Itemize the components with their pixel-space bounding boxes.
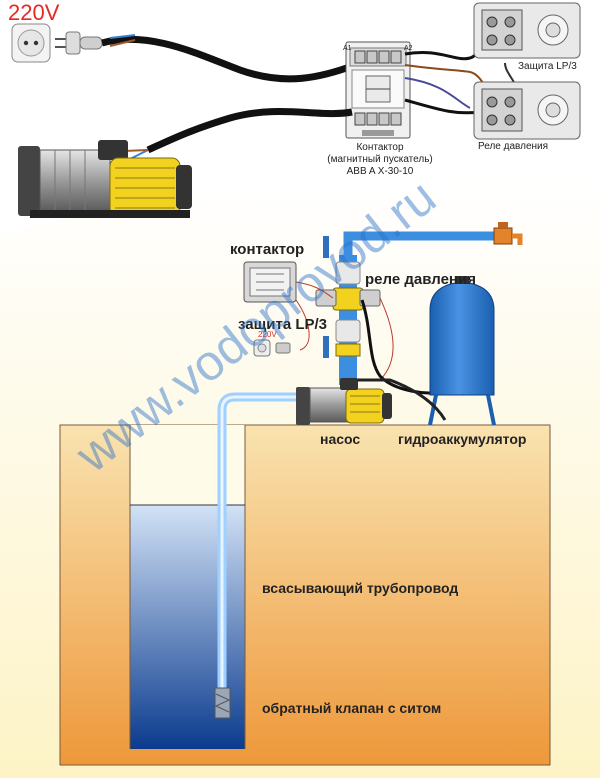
label-accumulator: гидроаккумулятор [398, 431, 527, 447]
socket-icon [11, 23, 51, 63]
tap-icon [493, 222, 523, 245]
pump-cable [146, 108, 353, 154]
pressure-switch-device [473, 81, 581, 140]
small-socket-icon [253, 339, 291, 357]
label-pump: насос [320, 431, 361, 447]
label-check-valve: обратный клапан с ситом [262, 700, 442, 716]
contactor-caption-line3: ABB A X-30-10 [346, 166, 414, 177]
pump-illustration-bottom [296, 378, 392, 425]
pump-illustration-top [18, 140, 192, 218]
discharge-pipe [343, 231, 498, 260]
label-pressure-switch: реле давления [365, 271, 476, 288]
label-suction-pipe: всасывающий трубопровод [262, 580, 459, 596]
voltage-label: 220V [8, 0, 60, 25]
label-contactor: контактор [230, 241, 305, 258]
contactor-box-small [243, 261, 297, 303]
pressure-switch-caption: Реле давления [478, 141, 549, 152]
power-cable [101, 35, 357, 83]
contactor-device [345, 41, 411, 139]
contactor-caption-line1: Контактор [356, 142, 404, 153]
contactor-terminal-a1: A1 [343, 45, 352, 52]
pressure-accumulator [428, 276, 496, 426]
contactor-terminal-a2: A2 [404, 45, 413, 52]
pressure-switch-small [315, 289, 381, 307]
label-small-voltage: 220V [258, 330, 277, 339]
protection-caption: Защита LP/3 [518, 61, 577, 72]
contactor-caption-line2: (магнитный пускатель) [327, 154, 433, 165]
protection-lp3-device [473, 2, 581, 59]
label-protection: защита LP/3 [238, 316, 328, 333]
plug-icon [55, 31, 103, 55]
